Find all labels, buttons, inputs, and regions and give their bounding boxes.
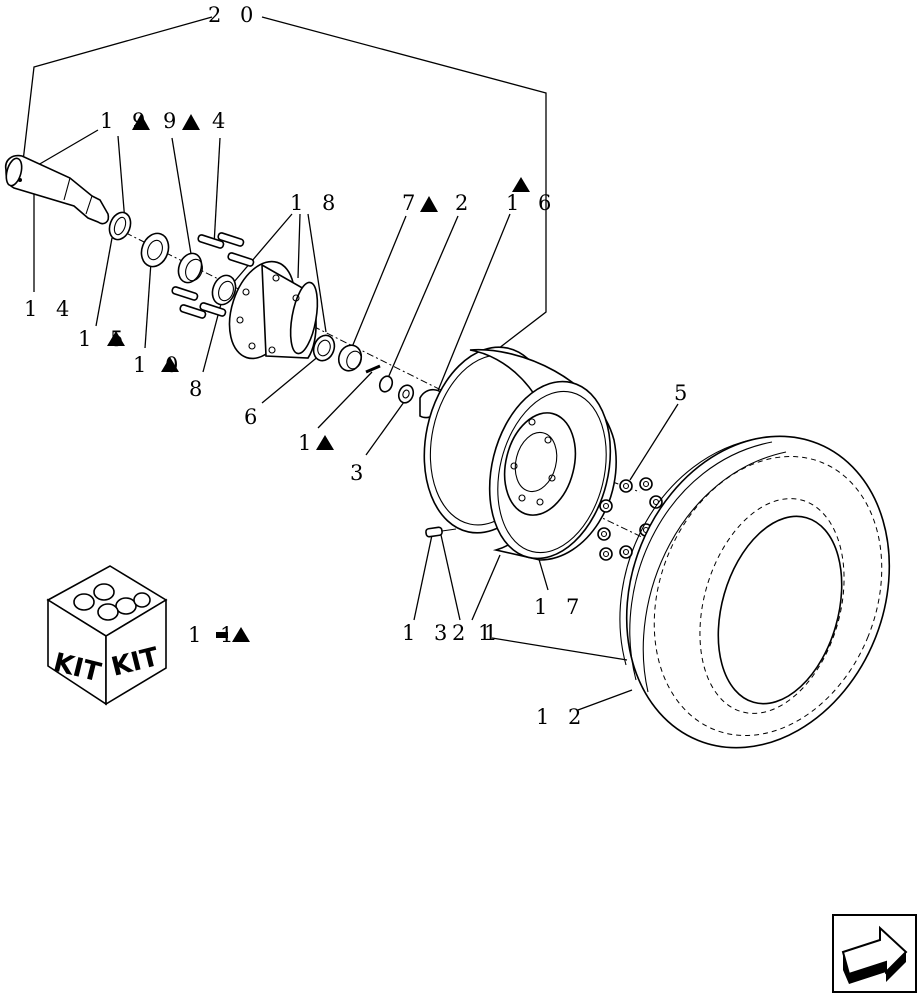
callout-1-tire: 1 [478, 621, 497, 645]
callout-11: 1 1 [188, 623, 239, 647]
callout-15: 1 5 [78, 327, 129, 351]
kit-box-icon: KIT KIT [46, 565, 168, 706]
filled-triangle-icon [316, 435, 334, 450]
valve-stem [425, 526, 457, 538]
connector-icon [216, 632, 228, 638]
callout-16: 1 6 [506, 191, 557, 215]
callout-12: 1 2 [536, 705, 587, 729]
callout-21: 2 1 [452, 621, 503, 645]
callout-5: 5 [674, 381, 693, 405]
filled-triangle-icon [132, 114, 150, 130]
filled-triangle-icon [161, 357, 179, 372]
callout-14: 1 4 [24, 297, 75, 321]
callout-17: 1 7 [534, 595, 585, 619]
filled-triangle-icon [420, 196, 438, 212]
callout-9: 9 [163, 109, 182, 133]
next-page-arrow-icon[interactable] [832, 914, 917, 993]
callout-7: 7 [402, 191, 421, 215]
callout-1-cotter: 1 [298, 431, 317, 455]
wheel-studs [171, 232, 255, 319]
leader-lines [21, 16, 679, 711]
callout-4: 4 [212, 109, 231, 133]
spindle-part [4, 154, 110, 225]
callout-8: 8 [189, 377, 208, 401]
tire-part [619, 435, 891, 749]
callout-20: 2 0 [208, 3, 259, 27]
callout-10: 1 0 [133, 353, 184, 377]
filled-triangle-icon [182, 114, 200, 130]
hub-small-parts [108, 211, 447, 419]
lug-nuts [597, 477, 663, 561]
callout-13: 1 3 [402, 621, 453, 645]
filled-triangle-icon [107, 331, 125, 346]
filled-triangle-icon [512, 177, 530, 192]
wheel-rim [423, 346, 617, 561]
callout-2: 2 [455, 191, 474, 215]
callout-18: 1 8 [290, 191, 341, 215]
hub-flange [228, 260, 319, 360]
filled-triangle-icon [232, 627, 250, 642]
flag-markers [107, 114, 530, 642]
callout-3: 3 [350, 461, 369, 485]
callout-labels: 2 0 1 9 9 4 1 8 7 2 1 6 1 4 1 5 1 0 8 6 … [24, 3, 693, 729]
callout-6: 6 [244, 405, 263, 429]
